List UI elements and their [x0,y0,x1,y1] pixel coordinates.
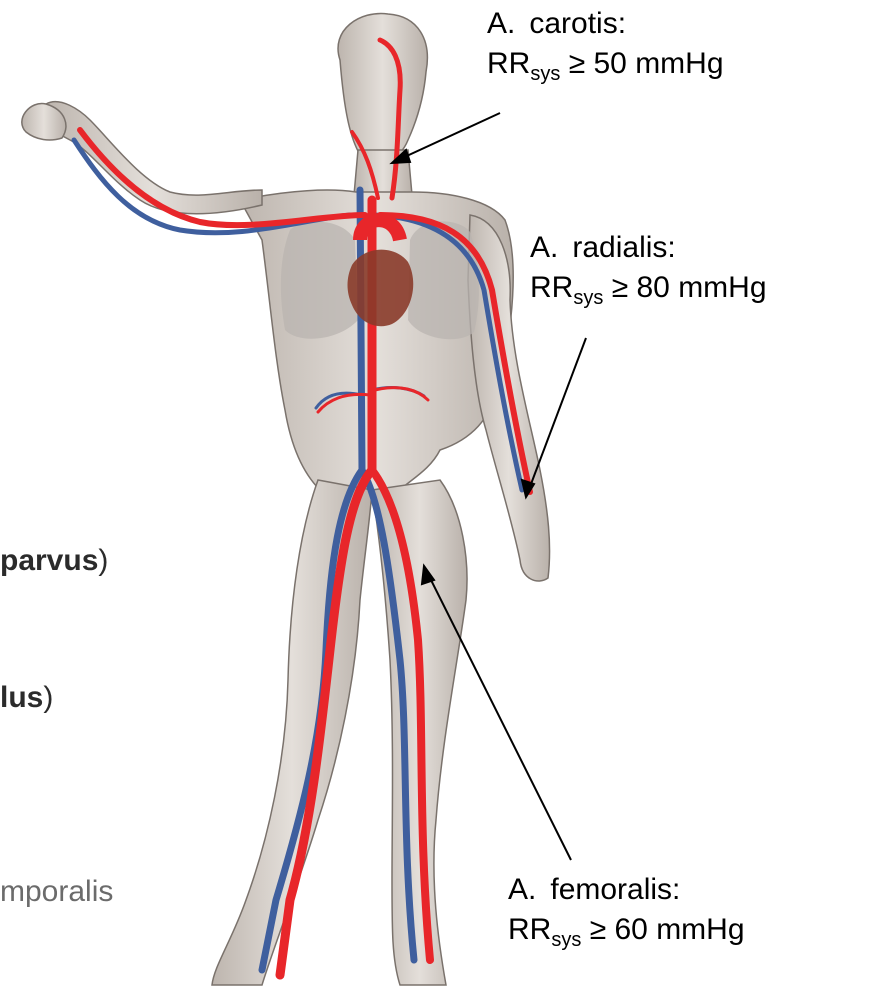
carotis-prefix: A. [487,4,515,44]
raised-arm [44,102,262,214]
radialis-label: A. radialis: RRsys ≥ 80 mmHg [530,228,767,308]
carotis-title: A. carotis: [487,4,724,44]
radialis-pressure: RRsys ≥ 80 mmHg [530,268,767,308]
femoralis-value: ≥ 60 mmHg [590,913,745,946]
radialis-prefix: A. [530,228,558,268]
fragment-lus-bold: lus [0,681,43,714]
fragment-mporalis-text: mporalis [0,875,113,908]
head [338,13,427,162]
carotis-pressure: RRsys ≥ 50 mmHg [487,44,724,84]
radialis-name: radialis: [572,231,675,264]
femoralis-title: A. femoralis: [508,870,745,910]
femoralis-name: femoralis: [550,873,680,906]
fragment-parvus-bold: parvus [0,544,98,577]
carotis-rr: RR [487,47,530,80]
fragment-parvus-close: ) [98,544,108,577]
fragment-lus-close: ) [43,681,53,714]
carotis-rr-sub: sys [530,63,560,85]
fragment-lus: lus) [0,680,53,716]
fragment-mporalis: mporalis [0,874,113,910]
femoralis-rr-sub: sys [551,929,581,951]
radialis-pointer [528,338,586,492]
carotis-value: ≥ 50 mmHg [569,47,724,80]
femoralis-prefix: A. [508,870,536,910]
carotis-label: A. carotis: RRsys ≥ 50 mmHg [487,4,724,84]
femoralis-label: A. femoralis: RRsys ≥ 60 mmHg [508,870,745,950]
carotis-name: carotis: [529,7,626,40]
radialis-title: A. radialis: [530,228,767,268]
fragment-parvus: parvus) [0,543,108,579]
radialis-value: ≥ 80 mmHg [612,271,767,304]
radialis-rr-sub: sys [573,287,603,309]
radialis-rr: RR [530,271,573,304]
femoralis-pressure: RRsys ≥ 60 mmHg [508,910,745,950]
femoralis-rr: RR [508,913,551,946]
